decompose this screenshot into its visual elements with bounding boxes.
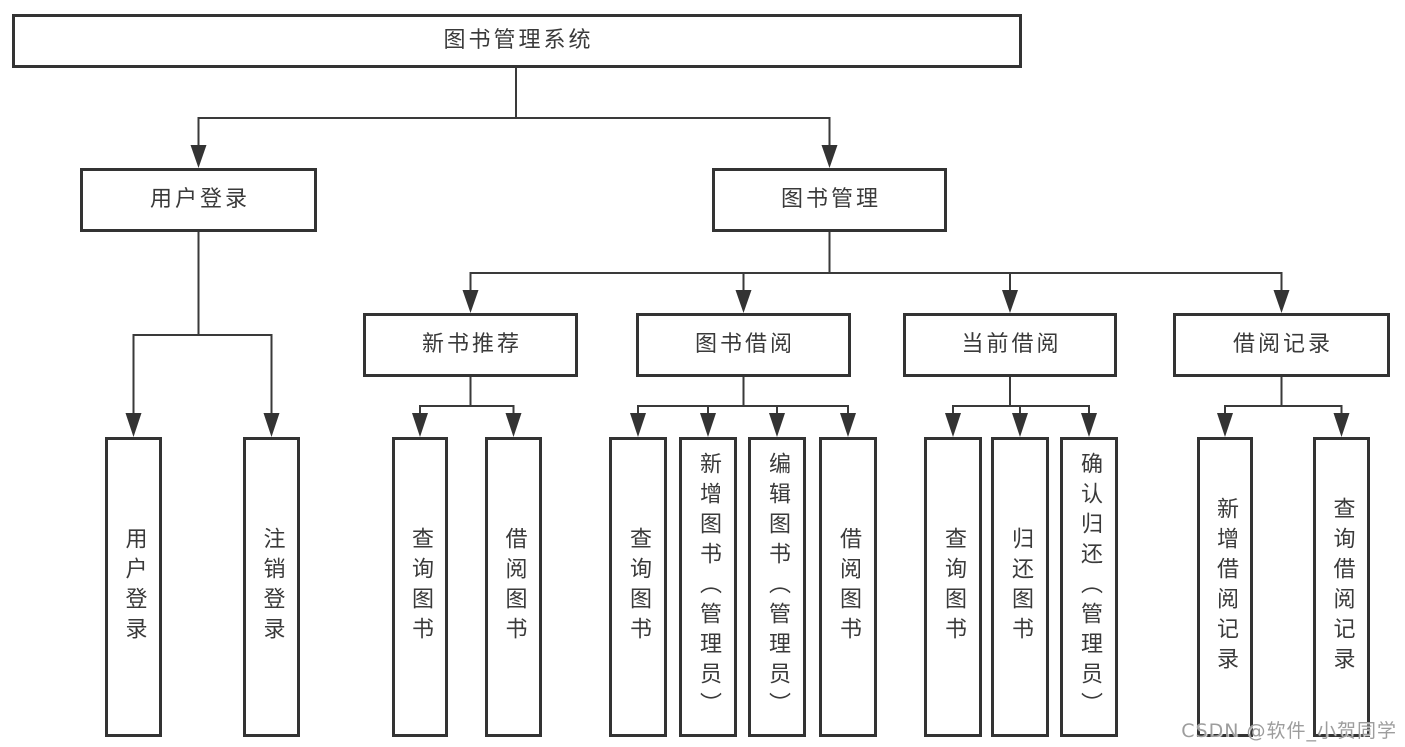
node-library-management-system: 图书管理系统 <box>12 14 1022 68</box>
leaf-borrow-books: 借阅图书 <box>819 437 877 737</box>
connector-current-borrow-to-leaves <box>945 377 1097 437</box>
leaf-label: 查询图书 <box>408 527 433 647</box>
leaf-query-borrow-record: 查询借阅记录 <box>1313 437 1370 737</box>
leaf-return-book: 归还图书 <box>991 437 1049 737</box>
leaf-label: 确认归还（管理员） <box>1077 452 1102 722</box>
leaf-label: 借阅图书 <box>836 527 861 647</box>
connector-root-to-level2 <box>190 68 838 168</box>
leaf-label: 新增借阅记录 <box>1213 497 1238 677</box>
node-label: 图书管理系统 <box>443 28 594 53</box>
connector-new-book-recommend-to-leaves <box>412 377 522 437</box>
leaf-label: 注销登录 <box>259 527 285 647</box>
leaf-add-book-admin: 新增图书（管理员） <box>679 437 737 737</box>
node-label: 图书管理 <box>780 187 881 212</box>
leaf-label: 查询图书 <box>626 527 651 647</box>
node-borrow-records: 借阅记录 <box>1173 313 1390 377</box>
connector-user-login-to-leaves <box>125 232 280 437</box>
leaf-label: 归还图书 <box>1008 527 1033 647</box>
node-label: 借阅记录 <box>1232 332 1333 357</box>
leaf-query-books-borrow: 查询图书 <box>609 437 667 737</box>
leaf-query-books-current: 查询图书 <box>924 437 982 737</box>
node-label: 当前借阅 <box>961 332 1062 357</box>
node-label: 图书借阅 <box>694 332 795 357</box>
connector-book-borrow-to-leaves <box>630 377 856 437</box>
leaf-user-login: 用户登录 <box>105 437 162 737</box>
leaf-label: 编辑图书（管理员） <box>765 452 790 722</box>
leaf-borrow-books-recommend: 借阅图书 <box>485 437 542 737</box>
node-book-management: 图书管理 <box>712 168 947 232</box>
leaf-label: 借阅图书 <box>501 527 527 647</box>
leaf-label: 查询图书 <box>941 527 966 647</box>
node-current-borrow: 当前借阅 <box>903 313 1117 377</box>
node-book-borrow: 图书借阅 <box>636 313 851 377</box>
node-label: 新书推荐 <box>421 332 522 357</box>
leaf-logout: 注销登录 <box>243 437 300 737</box>
leaf-confirm-return-admin: 确认归还（管理员） <box>1060 437 1118 737</box>
leaf-add-borrow-record: 新增借阅记录 <box>1197 437 1253 737</box>
node-label: 用户登录 <box>149 187 250 212</box>
node-new-book-recommend: 新书推荐 <box>363 313 578 377</box>
connector-borrow-records-to-leaves <box>1217 377 1350 437</box>
node-user-login: 用户登录 <box>80 168 317 232</box>
leaf-edit-book-admin: 编辑图书（管理员） <box>748 437 806 737</box>
connector-book-management-to-level3 <box>462 232 1290 313</box>
leaf-query-books-recommend: 查询图书 <box>392 437 448 737</box>
leaf-label: 新增图书（管理员） <box>696 452 721 722</box>
csdn-watermark: CSDN @软件_小贺同学 <box>1181 720 1397 742</box>
leaf-label: 查询借阅记录 <box>1329 497 1355 677</box>
leaf-label: 用户登录 <box>121 527 147 647</box>
